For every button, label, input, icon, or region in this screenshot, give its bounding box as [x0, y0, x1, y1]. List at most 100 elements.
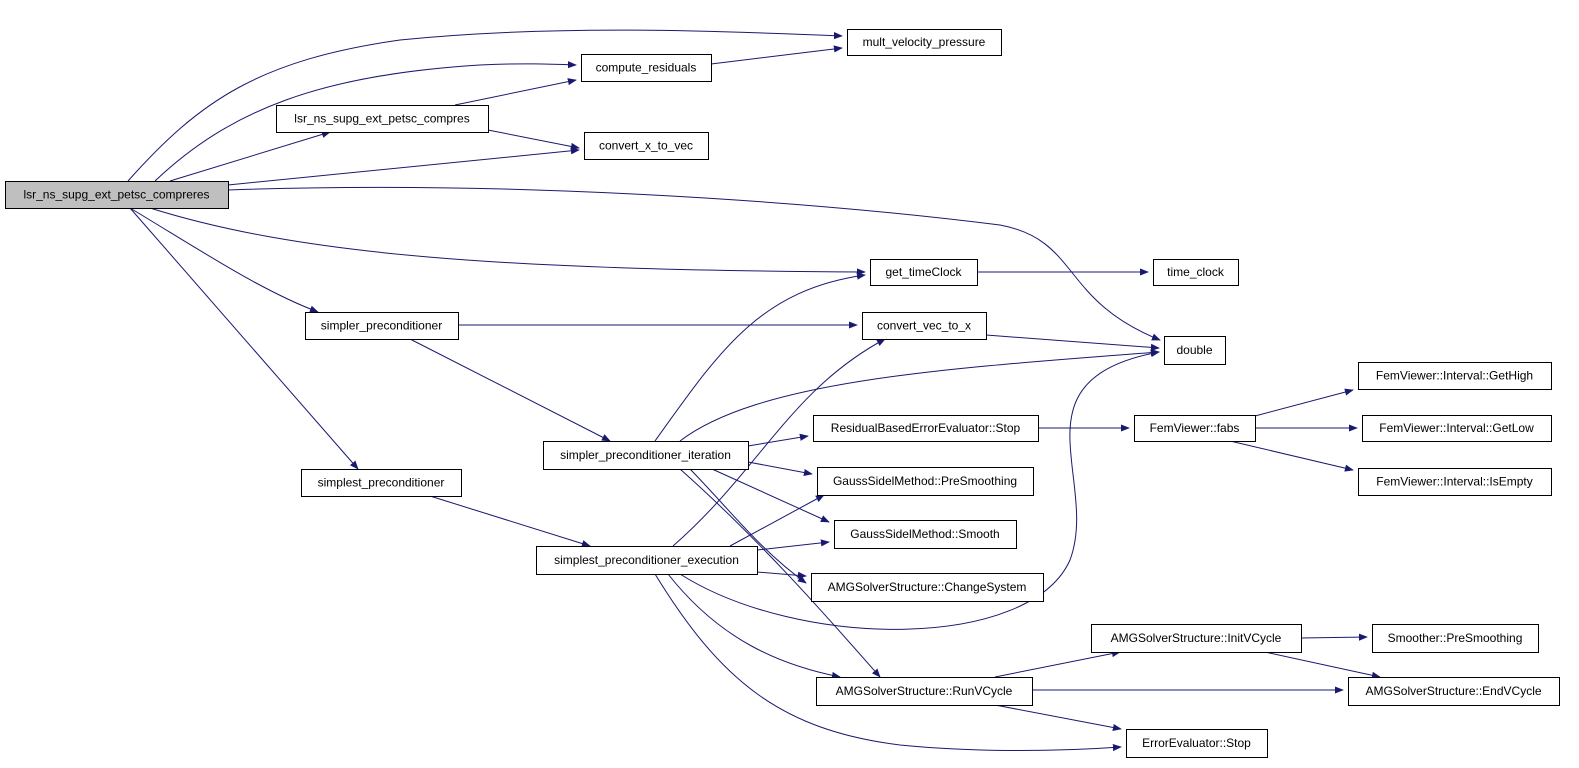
- node-amg-run[interactable]: AMGSolverStructure::RunVCycle: [816, 677, 1033, 706]
- node-label: compute_residuals: [596, 61, 697, 75]
- edges-layer: [127, 29, 1381, 752]
- node-gs-smooth[interactable]: GaussSidelMethod::Smooth: [834, 520, 1017, 549]
- edge-simpler_it-to-amg_change: [689, 468, 807, 584]
- node-rbe-stop[interactable]: ResidualBasedErrorEvaluator::Stop: [813, 415, 1039, 442]
- edge-root-to-compute_res: [154, 61, 577, 182]
- edge-vec_to_x-to-double: [985, 334, 1160, 351]
- node-box[interactable]: [1153, 259, 1239, 286]
- edge-simplest_ex-to-double: [679, 349, 1160, 630]
- node-box[interactable]: [1358, 468, 1552, 496]
- edge-simplest_ex-to-gs_pre: [729, 494, 825, 547]
- node-label: ResidualBasedErrorEvaluator::Stop: [831, 421, 1021, 435]
- edge-fabs-to-gethigh: [1254, 388, 1354, 417]
- node-get-time[interactable]: get_timeClock: [870, 259, 978, 286]
- node-amg-init[interactable]: AMGSolverStructure::InitVCycle: [1091, 624, 1302, 653]
- node-box[interactable]: [1164, 336, 1226, 365]
- edge-simplest_pc-to-simplest_ex: [429, 495, 591, 548]
- node-box[interactable]: [1348, 677, 1560, 706]
- edge-amg_init-to-amg_end: [1264, 651, 1381, 679]
- node-box[interactable]: [584, 132, 709, 160]
- node-fabs[interactable]: FemViewer::fabs: [1134, 415, 1256, 442]
- edge-compres-to-x_to_vec: [487, 129, 580, 150]
- node-vec-to-x[interactable]: convert_vec_to_x: [862, 312, 987, 340]
- node-simplest-ex[interactable]: simplest_preconditioner_execution: [536, 546, 758, 575]
- edge-simplest_ex-to-gs_smooth: [756, 539, 830, 551]
- node-amg-change[interactable]: AMGSolverStructure::ChangeSystem: [811, 573, 1044, 602]
- node-err-stop[interactable]: ErrorEvaluator::Stop: [1126, 729, 1268, 758]
- node-root[interactable]: lsr_ns_supg_ext_petsc_compreres: [5, 181, 229, 209]
- node-box[interactable]: [1091, 624, 1302, 653]
- edge-simplest_ex-to-vec_to_x: [672, 338, 886, 547]
- node-simplest-pc[interactable]: simplest_preconditioner: [301, 469, 462, 497]
- node-box[interactable]: [862, 312, 987, 340]
- node-gs-pre[interactable]: GaussSidelMethod::PreSmoothing: [817, 467, 1034, 496]
- node-box[interactable]: [816, 677, 1033, 706]
- edge-simpler_it-to-amg_run: [679, 468, 881, 678]
- node-compute-res[interactable]: compute_residuals: [581, 54, 712, 82]
- node-compres[interactable]: lsr_ns_supg_ext_petsc_compres: [276, 105, 489, 133]
- node-box[interactable]: [1372, 624, 1539, 653]
- node-label: FemViewer::Interval::IsEmpty: [1376, 475, 1533, 489]
- node-mult-vp[interactable]: mult_velocity_pressure: [847, 29, 1002, 56]
- edge-root-to-simplest_pc: [129, 207, 359, 470]
- node-box[interactable]: [5, 181, 229, 209]
- node-box[interactable]: [1134, 415, 1256, 442]
- node-box[interactable]: [811, 573, 1044, 602]
- edge-fabs-to-isempty: [1229, 440, 1354, 472]
- edge-simplest_ex-to-amg_change: [756, 571, 807, 579]
- node-box[interactable]: [276, 105, 489, 133]
- node-label: FemViewer::Interval::GetHigh: [1376, 369, 1533, 383]
- edge-amg_run-to-err_stop: [994, 704, 1122, 732]
- node-box[interactable]: [834, 520, 1017, 549]
- nodes-layer: lsr_ns_supg_ext_petsc_compreres mult_velo…: [5, 29, 1560, 758]
- node-isempty[interactable]: FemViewer::Interval::IsEmpty: [1358, 468, 1552, 496]
- edge-simpler_it-to-double: [679, 349, 1160, 442]
- node-gethigh[interactable]: FemViewer::Interval::GetHigh: [1358, 362, 1552, 390]
- node-label: mult_velocity_pressure: [863, 35, 986, 49]
- node-box[interactable]: [1358, 362, 1552, 390]
- node-box[interactable]: [847, 29, 1002, 56]
- node-box[interactable]: [817, 467, 1034, 496]
- node-label: simpler_preconditioner: [321, 319, 442, 333]
- edge-simplest_ex-to-err_stop: [654, 573, 1122, 752]
- edge-root-to-mult_vp: [127, 29, 843, 182]
- edge-simpler_it-to-gs_smooth: [711, 468, 830, 523]
- node-x-to-vec[interactable]: convert_x_to_vec: [584, 132, 709, 160]
- node-label: AMGSolverStructure::RunVCycle: [836, 684, 1013, 698]
- node-label: time_clock: [1167, 265, 1225, 279]
- node-time-clock[interactable]: time_clock: [1153, 259, 1239, 286]
- node-box[interactable]: [305, 312, 459, 340]
- node-label: convert_vec_to_x: [877, 319, 971, 333]
- node-box[interactable]: [543, 441, 749, 470]
- node-box[interactable]: [870, 259, 978, 286]
- node-label: FemViewer::fabs: [1150, 421, 1240, 435]
- node-label: simpler_preconditioner_iteration: [560, 448, 731, 462]
- edge-compres-to-compute_res: [454, 78, 577, 106]
- edge-root-to-double: [227, 186, 1161, 341]
- node-label: AMGSolverStructure::InitVCycle: [1111, 631, 1282, 645]
- edge-simpler_it-to-get_time: [654, 272, 866, 442]
- node-label: lsr_ns_supg_ext_petsc_compreres: [23, 188, 209, 202]
- node-box[interactable]: [1362, 415, 1552, 442]
- node-box[interactable]: [1126, 729, 1268, 758]
- node-label: convert_x_to_vec: [599, 139, 693, 153]
- node-simpler-pc[interactable]: simpler_preconditioner: [305, 312, 459, 340]
- edge-root-to-x_to_vec: [227, 147, 580, 186]
- node-box[interactable]: [581, 54, 712, 82]
- node-label: simplest_preconditioner_execution: [554, 553, 739, 567]
- node-box[interactable]: [301, 469, 462, 497]
- node-amg-end[interactable]: AMGSolverStructure::EndVCycle: [1348, 677, 1560, 706]
- node-double[interactable]: double: [1164, 336, 1226, 365]
- edge-root-to-simpler_pc: [129, 207, 319, 313]
- node-label: FemViewer::Interval::GetLow: [1379, 421, 1534, 435]
- node-label: AMGSolverStructure::ChangeSystem: [828, 580, 1027, 594]
- edge-root-to-get_time: [149, 207, 866, 276]
- node-box[interactable]: [813, 415, 1039, 442]
- node-box[interactable]: [536, 546, 758, 575]
- node-getlow[interactable]: FemViewer::Interval::GetLow: [1362, 415, 1552, 442]
- edge-root-to-compres: [169, 130, 331, 182]
- node-simpler-it[interactable]: simpler_preconditioner_iteration: [543, 441, 749, 470]
- edge-amg_init-to-sm_pre: [1300, 633, 1368, 641]
- node-sm-pre[interactable]: Smoother::PreSmoothing: [1372, 624, 1539, 653]
